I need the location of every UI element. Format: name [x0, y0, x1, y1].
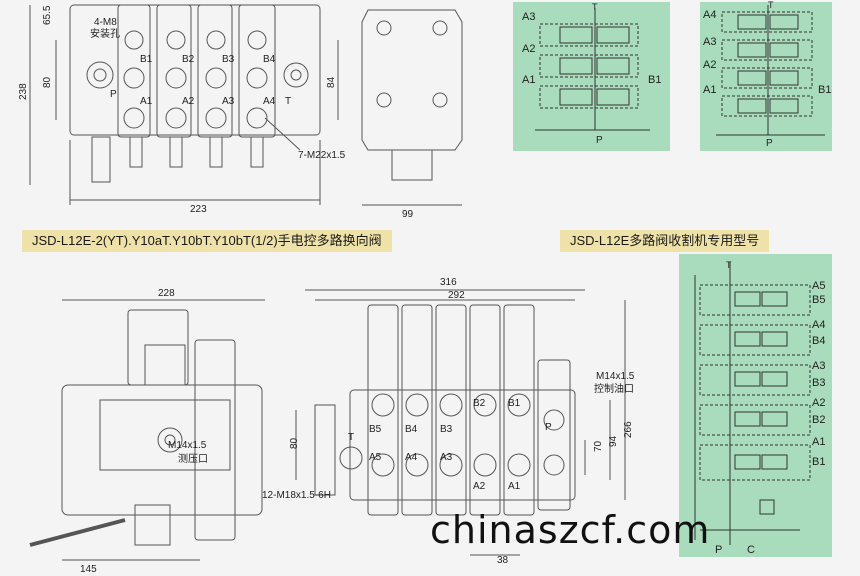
s3-p: P	[715, 544, 722, 556]
caption-product-2: JSD-L12E多路阀收割机专用型号	[560, 230, 770, 252]
s3-a3: A3	[812, 360, 825, 372]
top-side-view	[361, 9, 463, 206]
dim-width-223: 223	[190, 204, 207, 215]
s1-p: P	[596, 135, 603, 146]
bottom-left-side-view	[29, 299, 265, 561]
s3-t: T	[726, 260, 732, 270]
s2-a1: A1	[703, 84, 716, 96]
port-a5: A5	[369, 452, 382, 463]
port-b3: B3	[222, 54, 235, 65]
schematic-3	[679, 254, 832, 557]
s3-b5: B5	[812, 294, 825, 306]
s2-a3: A3	[703, 36, 716, 48]
top-left-front-view	[29, 4, 339, 205]
port-b1: B1	[140, 54, 153, 65]
port-b3-b: B3	[440, 424, 453, 435]
gauge-desc: 测压口	[178, 452, 208, 465]
s3-a4: A4	[812, 319, 825, 331]
dim-316: 316	[440, 277, 457, 288]
s1-t: T	[592, 2, 598, 12]
caption-product-1: JSD-L12E-2(YT).Y10aT.Y10bT.Y10bT(1/2)手电控…	[22, 230, 392, 252]
control-label: M14x1.5	[596, 371, 635, 382]
s3-b4: B4	[812, 335, 825, 347]
port-p-b: P	[545, 422, 552, 433]
s2-p: P	[766, 138, 773, 149]
mount-label: 4-M8	[94, 17, 117, 28]
s1-b1: B1	[648, 74, 661, 86]
port-b5: B5	[369, 424, 382, 435]
dim-38: 38	[497, 555, 509, 566]
schematic-2	[700, 2, 832, 151]
port-a1: A1	[140, 96, 153, 107]
dim-94: 94	[608, 435, 619, 447]
dim-292: 292	[448, 290, 465, 301]
dim-height-238: 238	[18, 83, 29, 100]
s2-a2: A2	[703, 59, 716, 71]
mount-desc: 安装孔	[90, 27, 120, 40]
port-a2-b: A2	[473, 481, 486, 492]
s3-a1: A1	[812, 436, 825, 448]
s2-b1: B1	[818, 84, 831, 96]
port-a3: A3	[222, 96, 235, 107]
port-p: P	[110, 89, 117, 100]
port-t: T	[285, 96, 291, 107]
port-b2: B2	[182, 54, 195, 65]
s2-a4: A4	[703, 9, 716, 21]
s3-a5: A5	[812, 280, 825, 292]
port-a1-b: A1	[508, 481, 521, 492]
port-b1-b: B1	[508, 398, 521, 409]
dim-266: 266	[623, 421, 634, 438]
dim-80-b: 80	[289, 437, 300, 449]
port-a4: A4	[263, 96, 276, 107]
dim-70: 70	[593, 440, 604, 452]
port-t-b: T	[348, 432, 354, 443]
port-b4: B4	[263, 54, 276, 65]
dim-145: 145	[80, 564, 97, 575]
s3-b2: B2	[812, 414, 825, 426]
dim-84: 84	[326, 76, 337, 88]
thread-label-b: 12-M18x1.5-6H	[262, 490, 331, 501]
port-b2-b: B2	[473, 398, 486, 409]
s1-a3: A3	[522, 11, 535, 23]
bottom-front-view	[295, 289, 626, 556]
s3-c: C	[747, 544, 755, 556]
dim-99: 99	[402, 209, 414, 220]
s3-a2: A2	[812, 397, 825, 409]
port-b4-b: B4	[405, 424, 418, 435]
s3-b1: B1	[812, 456, 825, 468]
port-a2: A2	[182, 96, 195, 107]
s2-t: T	[768, 0, 774, 10]
watermark-text: chinaszcf.com	[430, 508, 711, 552]
schematic-1	[513, 2, 670, 151]
control-desc: 控制油口	[594, 382, 634, 395]
s3-b3: B3	[812, 377, 825, 389]
dim-65-5: 65.5	[42, 5, 53, 25]
dim-80: 80	[42, 76, 53, 88]
port-a4-b: A4	[405, 452, 418, 463]
s1-a2: A2	[522, 43, 535, 55]
port-a3-b: A3	[440, 452, 453, 463]
thread-label: 7-M22x1.5	[298, 150, 346, 161]
gauge-label: M14x1.5	[168, 440, 207, 451]
dim-228: 228	[158, 288, 175, 299]
s1-a1: A1	[522, 74, 535, 86]
